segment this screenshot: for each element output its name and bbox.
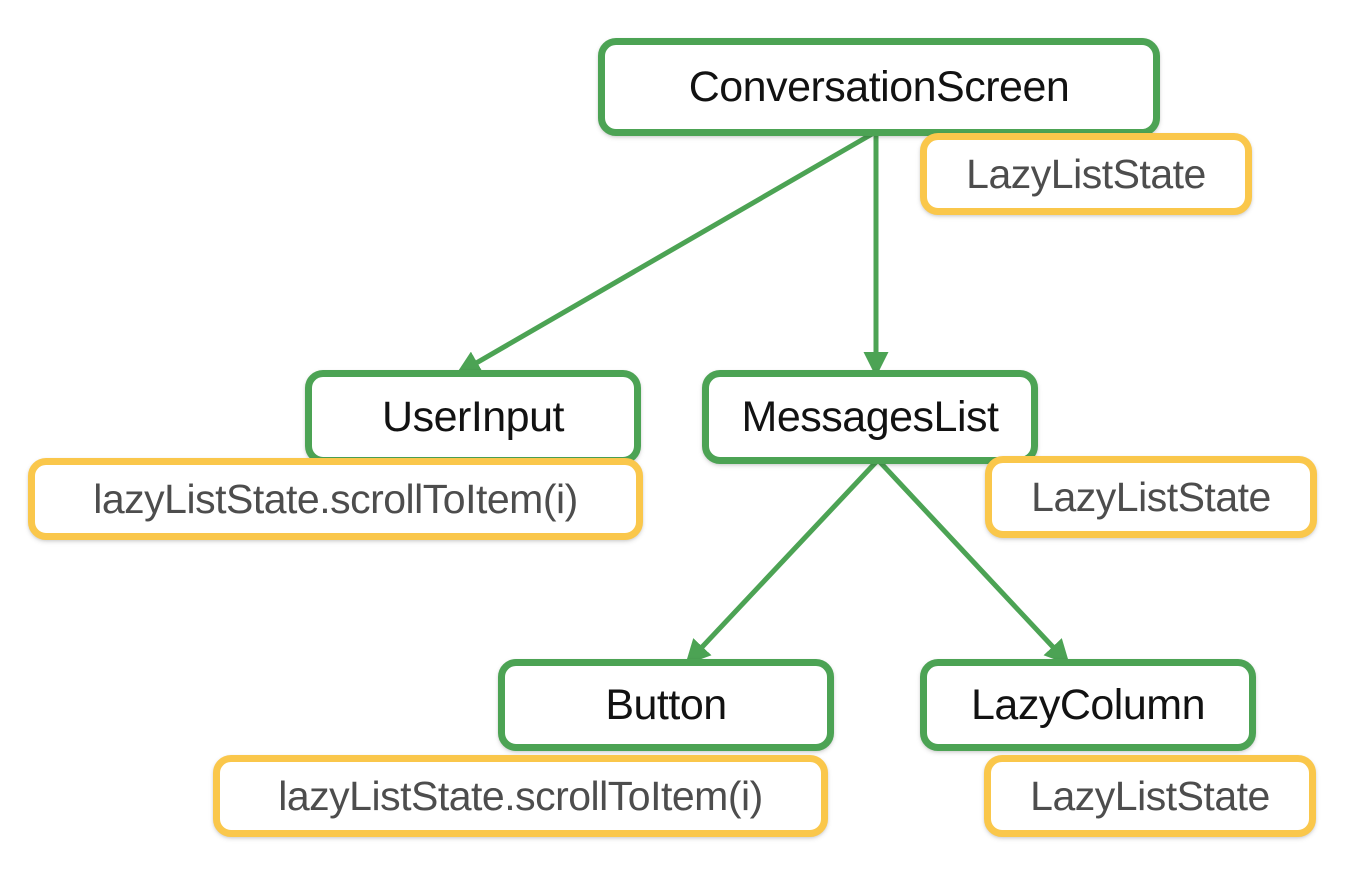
node-button[interactable]: Button [498,659,834,751]
node-label-messages-list: MessagesList [741,392,999,441]
node-label-conversation-screen: ConversationScreen [688,62,1070,111]
node-messages-list[interactable]: MessagesList [702,370,1038,464]
node-conversation-screen[interactable]: ConversationScreen [598,38,1160,136]
node-scrolltoitem-button[interactable]: lazyListState.scrollToItem(i) [213,755,828,837]
node-scrolltoitem-userinput[interactable]: lazyListState.scrollToItem(i) [28,458,643,540]
node-label-lazyliststate-top: LazyListState [966,150,1206,197]
node-label-button: Button [605,680,727,729]
node-lazyliststate-lazycolumn[interactable]: LazyListState [984,755,1316,837]
node-label-scrolltoitem-userinput: lazyListState.scrollToItem(i) [93,475,578,522]
edge-conversationscreen-userinput [455,131,874,376]
node-label-scrolltoitem-button: lazyListState.scrollToItem(i) [278,772,763,819]
node-label-lazy-column: LazyColumn [971,680,1206,729]
edge-messageslist-button [685,459,879,665]
node-user-input[interactable]: UserInput [305,370,641,464]
node-label-lazyliststate-messageslist: LazyListState [1031,473,1271,520]
node-lazyliststate-messageslist[interactable]: LazyListState [985,456,1317,538]
node-label-lazyliststate-lazycolumn: LazyListState [1030,772,1270,819]
node-lazy-column[interactable]: LazyColumn [920,659,1256,751]
node-label-user-input: UserInput [382,392,564,441]
node-lazyliststate-top[interactable]: LazyListState [920,133,1252,215]
